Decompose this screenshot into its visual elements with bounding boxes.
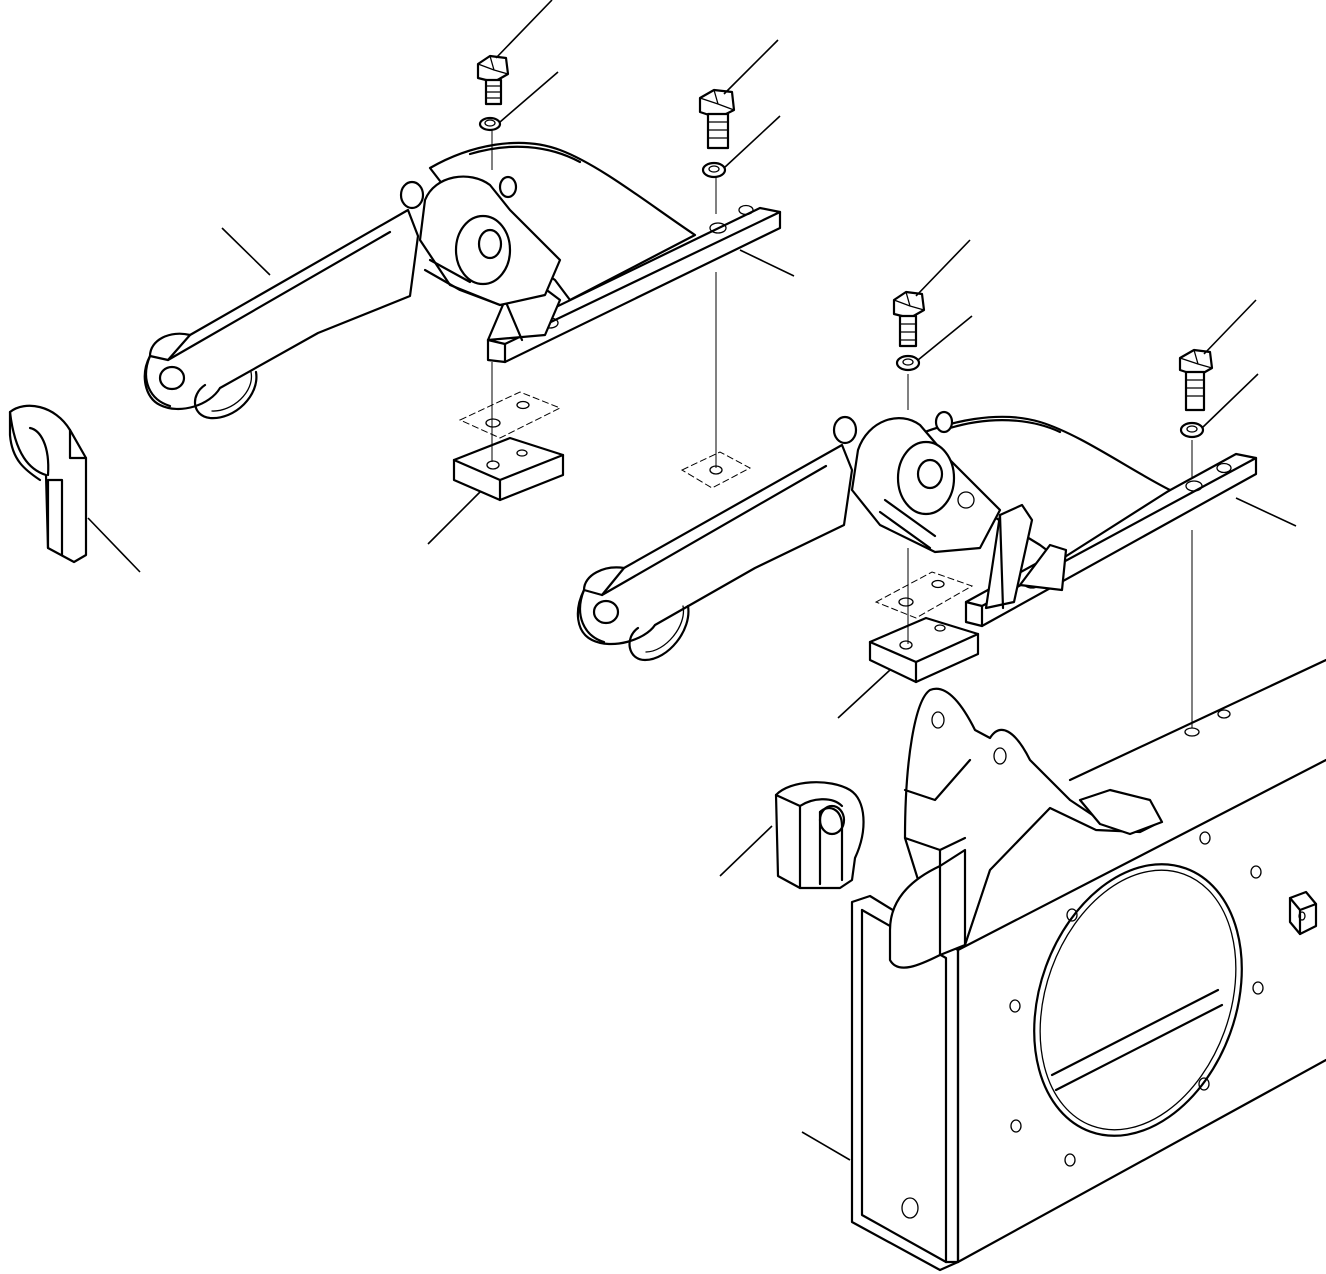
pad-block-left [452, 436, 565, 502]
shim-right [874, 571, 974, 619]
pad-block-right [868, 616, 980, 684]
mount-bracket-left [428, 141, 782, 364]
frame-mount-tower [888, 687, 1164, 969]
clamp-clip-right [774, 781, 865, 890]
clamp-clip-left [8, 404, 88, 564]
mount-bracket-right [903, 415, 1258, 628]
main-frame [850, 658, 1326, 1272]
pivot-block-right [832, 410, 1002, 554]
washer-right-1 [895, 354, 921, 372]
bolt-right-2 [1178, 348, 1214, 412]
shim-left [458, 391, 562, 439]
bolt-left-1 [476, 54, 510, 106]
washer-left-2 [701, 161, 727, 179]
bolt-right-1 [892, 290, 926, 348]
bolt-left-2 [698, 88, 736, 150]
lever-arm-right [576, 443, 854, 662]
washer-left-1 [478, 116, 502, 132]
lever-arm-left [143, 208, 420, 420]
pivot-block-left [399, 175, 562, 307]
shim-left-rear [680, 451, 752, 489]
washer-right-2 [1179, 421, 1205, 439]
